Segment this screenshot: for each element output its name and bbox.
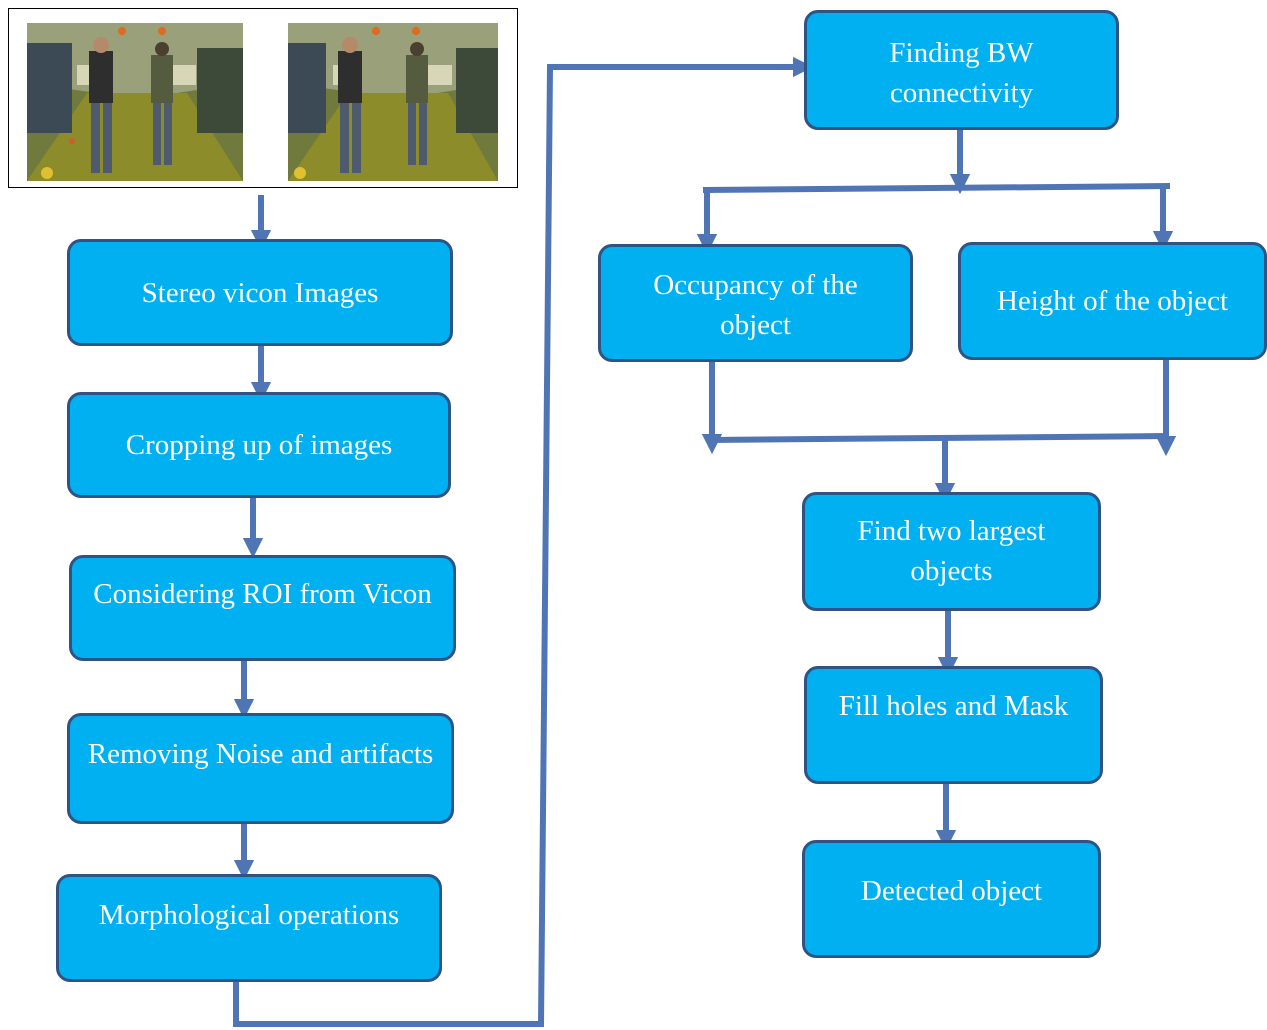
step-morph-label: Morphological operations (98, 899, 400, 931)
step-roi-label: Considering ROI from Vicon (93, 578, 432, 610)
step-crop-label: Cropping up of images (125, 429, 393, 461)
step-removing-noise: Removing Noise and artifacts (67, 713, 454, 824)
step-height-of-object: Height of the object (958, 242, 1267, 360)
split-bar (702, 183, 1171, 193)
step-noise-label: Removing Noise and artifacts (87, 738, 434, 770)
step-occupancy-of-object: Occupancy of the object (598, 244, 913, 362)
arrow-morph-to-bw (233, 56, 814, 1027)
step-fill-label: Fill holes and Mask (838, 690, 1069, 722)
step-find-two-largest-objects: Find two largest objects (802, 492, 1101, 611)
merge-bar (707, 433, 1169, 443)
step-detected-object: Detected object (802, 840, 1101, 958)
step-largest-label: Find two largest objects (857, 515, 1046, 587)
stereo-right-camera-image (288, 23, 498, 181)
stereo-image-pair-panel (8, 8, 518, 188)
step-cropping-images: Cropping up of images (67, 392, 451, 498)
step-height-label: Height of the object (996, 285, 1229, 317)
step-detected-label: Detected object (860, 875, 1043, 907)
step-considering-roi: Considering ROI from Vicon (69, 555, 456, 661)
step-occupancy-label: Occupancy of the object (653, 269, 858, 341)
step-finding-bw-connectivity: Finding BW connectivity (804, 10, 1119, 130)
stereo-left-camera-image (27, 23, 243, 181)
step-stereo-label: Stereo vicon Images (141, 276, 379, 309)
step-stereo-vicon-images: Stereo vicon Images (67, 239, 453, 346)
step-bw-label: Finding BW connectivity (889, 37, 1034, 109)
step-morphological-operations: Morphological operations (56, 874, 442, 982)
step-fill-holes-and-mask: Fill holes and Mask (804, 666, 1103, 784)
